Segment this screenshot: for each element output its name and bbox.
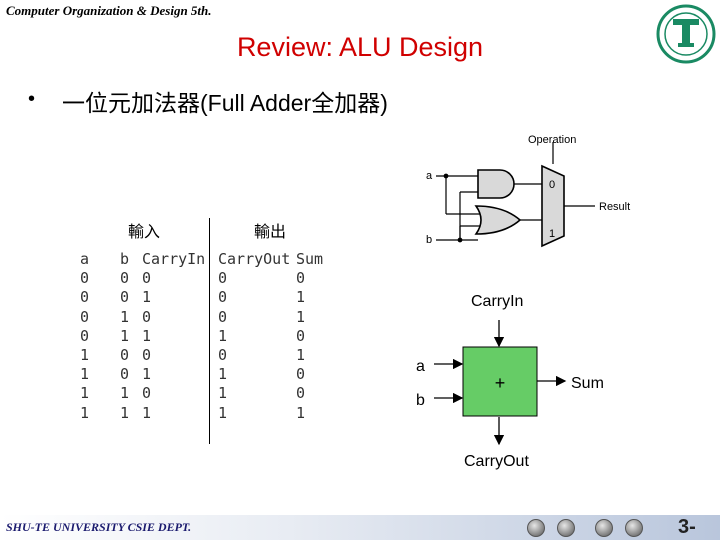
- adder-operator: +: [495, 373, 506, 393]
- first-slide-button[interactable]: [527, 519, 545, 537]
- output-heading: 輸出: [254, 224, 287, 241]
- table-cell: 0: [218, 288, 228, 307]
- carry-in-label: CarryIn: [471, 293, 524, 310]
- table-header-row: a b CarryIn CarryOut Sum: [80, 250, 336, 269]
- table-cell: 1: [120, 307, 130, 326]
- table-cell: 1: [296, 307, 306, 326]
- university-seal-icon: [656, 4, 716, 64]
- table-cell: 0: [80, 269, 90, 288]
- table-cell: 0: [80, 307, 90, 326]
- table-cell: 0: [296, 365, 306, 384]
- table-cell: 0: [120, 365, 130, 384]
- table-cell: 1: [120, 384, 130, 403]
- course-title: Computer Organization & Design 5th.: [6, 3, 212, 18]
- table-cell: 1: [296, 403, 306, 422]
- table-cell: 0: [296, 326, 306, 345]
- table-cell: 1: [80, 365, 90, 384]
- table-cell: 1: [142, 365, 152, 384]
- mux-input-1: 1: [549, 228, 555, 240]
- footer-department: SHU-TE UNIVERSITY CSIE DEPT.: [6, 520, 192, 534]
- adder-box: [462, 346, 538, 417]
- next-slide-button[interactable]: [625, 519, 643, 537]
- stop-button[interactable]: [557, 519, 575, 537]
- alu-diagram: 0 1 Operation Result a b: [426, 134, 630, 248]
- table-cell: 0: [296, 384, 306, 403]
- operation-label: Operation: [528, 134, 576, 146]
- table-cell: 1: [218, 365, 228, 384]
- table-cell: 1: [142, 326, 152, 345]
- table-cell: 0: [120, 346, 130, 365]
- previous-slide-button[interactable]: [595, 519, 613, 537]
- table-cell: 0: [142, 307, 152, 326]
- adder-output-label: Sum: [571, 375, 604, 392]
- table-cell: 0: [80, 326, 90, 345]
- table-cell: 0: [142, 346, 152, 365]
- or-gate-icon: [474, 205, 522, 235]
- table-cell: 1: [142, 288, 152, 307]
- adder-block-diagram: +: [434, 320, 567, 446]
- table-cell: 1: [218, 403, 228, 422]
- alu-input-a: a: [426, 170, 433, 182]
- bullet-text: 一位元加法器(Full Adder全加器): [62, 90, 388, 116]
- table-cell: 1: [120, 326, 130, 345]
- adder-input-a: a: [416, 358, 425, 375]
- table-cell: 1: [80, 403, 90, 422]
- col-header-sum: Sum: [296, 250, 324, 268]
- col-header-carryin: CarryIn: [142, 250, 206, 268]
- col-header-carryout: CarryOut: [218, 250, 291, 268]
- result-label: Result: [599, 201, 630, 213]
- table-cell: 0: [120, 269, 130, 288]
- table-cell: 0: [142, 384, 152, 403]
- table-cell: 1: [296, 288, 306, 307]
- table-cell: 0: [218, 269, 228, 288]
- col-header-a: a: [80, 250, 90, 268]
- table-cell: 1: [142, 403, 152, 422]
- table-cell: 1: [120, 403, 130, 422]
- table-cell: 1: [218, 326, 228, 345]
- alu-input-b: b: [426, 234, 432, 246]
- slide-title: Review: ALU Design: [236, 32, 484, 62]
- bullet-marker: •: [28, 88, 36, 110]
- table-cell: 0: [218, 307, 228, 326]
- table-cell: 1: [80, 346, 90, 365]
- table-cell: 0: [218, 346, 228, 365]
- adder-input-b: b: [416, 392, 425, 409]
- table-cell: 0: [120, 288, 130, 307]
- col-header-b: b: [120, 250, 130, 268]
- mux-input-0: 0: [549, 179, 555, 191]
- table-cell: 1: [296, 346, 306, 365]
- multiplexer-icon: [541, 164, 565, 248]
- table-cell: 1: [80, 384, 90, 403]
- table-divider: [209, 218, 210, 444]
- and-gate-icon: [477, 169, 515, 199]
- table-cell: 0: [80, 288, 90, 307]
- carry-out-label: CarryOut: [464, 453, 529, 470]
- table-cell: 0: [142, 269, 152, 288]
- page-number: 3-: [678, 516, 696, 538]
- table-cell: 0: [296, 269, 306, 288]
- input-heading: 輸入: [128, 224, 161, 241]
- table-cell: 1: [218, 384, 228, 403]
